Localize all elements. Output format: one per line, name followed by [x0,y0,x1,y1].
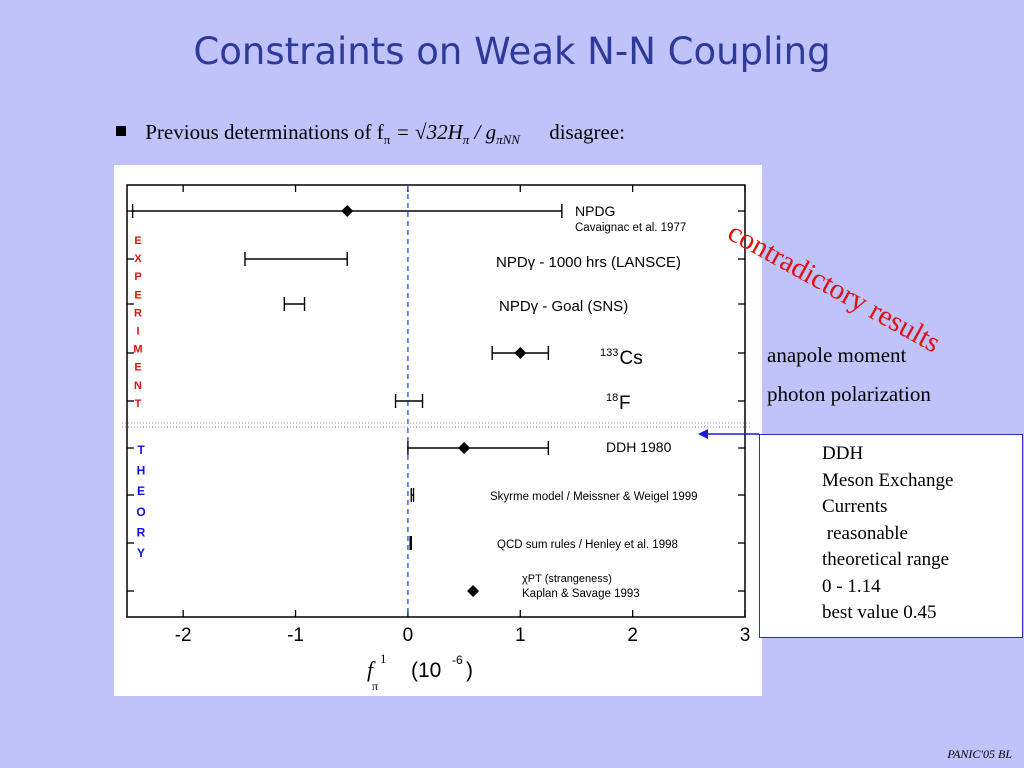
photon-polarization-note: photon polarization [767,382,931,406]
experiment-label-letter: X [134,253,142,265]
experiment-label-letter: T [135,398,142,410]
data-point [514,347,527,359]
row-label: DDH 1980 [606,439,672,455]
theory-label-letter: Y [137,546,145,560]
slide-title: Constraints on Weak N-N Coupling [193,30,831,73]
x-axis-label-superscript: 1 [380,651,387,666]
x-tick-label: 3 [740,625,751,646]
data-point [458,442,471,454]
row-label: Cs [620,348,643,369]
experiment-label-letter: I [136,326,139,338]
row-label: χPT (strangeness) [522,573,612,585]
formula-h-sub: π [462,132,470,148]
theory-label-letter: O [136,505,145,519]
theory-box-line: Meson Exchange [822,469,954,491]
pi-subscript: π [383,132,391,148]
experiment-label-letter: P [134,271,141,283]
experiment-label-letter: E [134,362,141,374]
theory-box-line: theoretical range [822,549,950,570]
experiment-label-letter: N [134,380,142,392]
plot-frame [126,184,746,618]
row-label-superscript: 133 [600,347,618,359]
row-label: NPDG [575,203,615,219]
formula-g-sub: πNN [496,132,520,148]
x-axis-units-exponent: -6 [452,653,463,667]
theory-box-line: DDH [822,443,864,464]
x-tick-label: 0 [403,625,414,646]
bullet-suffix: disagree: [549,120,626,144]
anapole-moment-note: anapole moment [767,343,907,367]
experiment-label-letter: R [134,307,142,319]
x-tick-label: 2 [627,625,638,646]
footer-credit: PANIC'05 BL [947,747,1012,761]
experiment-label-letter: E [134,289,141,301]
ddh-theory-box: DDH Meson Exchange Currents reasonable t… [759,434,1023,638]
x-axis-units-close: ) [466,659,473,682]
row-label: Skyrme model / Meissner & Weigel 1999 [490,491,698,503]
data-point [341,205,354,217]
theory-label-letter: R [137,525,146,539]
row-label-superscript: 18 [606,392,618,404]
x-tick-label: -1 [287,625,304,646]
row-label: NPDγ - Goal (SNS) [499,298,628,315]
row-label: NPDγ - 1000 hrs (LANSCE) [496,254,681,271]
theory-box-line: 0 - 1.14 [822,575,881,597]
row-sublabel: Kaplan & Savage 1993 [522,588,640,600]
experiment-label-letter: M [133,344,142,356]
theory-label-letter: E [137,484,145,498]
theory-label-letter: H [137,464,146,478]
bullet-formula-tail: / g [474,120,497,144]
x-tick-label: -2 [175,625,192,646]
theory-box-line: reasonable [822,522,908,544]
bullet-prefix: Previous determinations of f [145,120,384,144]
theory-box-line: Currents [822,496,888,517]
bullet-line: Previous determinations of fπ = √32Hπ / … [116,120,625,148]
theory-box-line: best value 0.45 [822,602,937,623]
row-label: F [619,393,631,414]
experiment-label-letter: E [134,235,141,247]
x-tick-label: 1 [515,625,526,646]
x-axis-units: (10 [411,659,441,682]
bullet-icon [116,126,126,137]
row-label: QCD sum rules / Henley et al. 1998 [497,539,678,551]
data-point [467,585,480,597]
bullet-formula: = √32H [395,120,463,144]
row-sublabel: Cavaignac et al. 1977 [575,222,686,234]
x-axis-label-subscript: π [372,679,378,693]
theory-label-letter: T [137,443,145,457]
x-axis-label: f [367,657,376,682]
